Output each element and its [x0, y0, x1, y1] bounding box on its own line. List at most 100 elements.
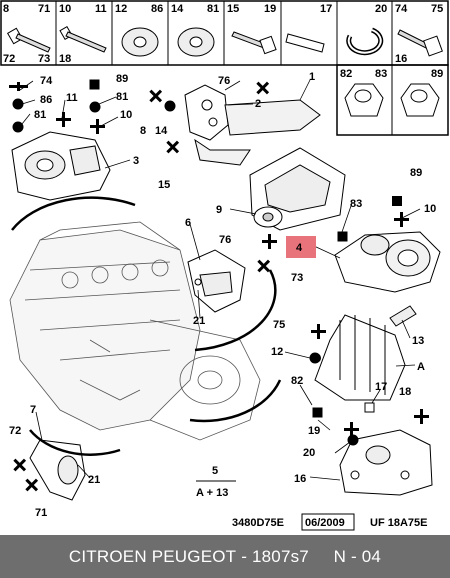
- grid-c3-right: 86: [151, 3, 163, 15]
- callout-73a: 73: [291, 272, 303, 284]
- washer-14-81-icon: [177, 27, 215, 57]
- footer-gap: [309, 547, 334, 567]
- grid-c1-right: 71: [38, 3, 50, 15]
- callout-89b: 89: [410, 167, 422, 179]
- cross-10b-icon: [394, 212, 409, 227]
- upper-mount-9-drawing: [249, 147, 346, 231]
- callout-10a: 10: [120, 109, 132, 121]
- cross-72-icon: [13, 458, 27, 472]
- grid-c6-right: 17: [320, 3, 332, 15]
- callout-13: 13: [412, 335, 424, 347]
- callout-81b: 81: [34, 109, 46, 121]
- footer-position: N - 04: [333, 546, 382, 566]
- grid-c1-left: 8: [3, 3, 9, 15]
- callout-3: 3: [133, 155, 139, 167]
- washer-12-86-icon: [121, 27, 159, 57]
- pin-17-icon: [285, 33, 325, 53]
- leader-lines: [19, 79, 421, 481]
- bracket-2-link-1-drawing: [164, 84, 321, 166]
- grid-c3-left: 12: [115, 3, 127, 15]
- grid-r2-c1-right: 83: [375, 68, 387, 80]
- grid-c2-bottom-left: 18: [59, 53, 71, 65]
- cross-76a-icon: [256, 81, 270, 95]
- callout-21a: 21: [193, 315, 205, 327]
- callout-76b: 76: [219, 234, 231, 246]
- callout-75: 75: [273, 319, 285, 331]
- callout-83: 83: [350, 198, 362, 210]
- callout-81a: 81: [116, 91, 128, 103]
- grid-c2-left: 10: [59, 3, 71, 15]
- callout-6: 6: [185, 217, 191, 229]
- date-box: [301, 513, 355, 531]
- grid-c4-right: 81: [207, 3, 219, 15]
- footer-part-number: 1807s7: [251, 546, 309, 566]
- mount-7-drawing: [29, 439, 86, 501]
- callout-11: 11: [66, 92, 78, 104]
- footer-brand: CITROEN PEUGEOT: [68, 546, 237, 566]
- callout-17: 17: [375, 381, 387, 393]
- drawing-ref-code: 3480D75E: [232, 517, 284, 529]
- cross-19-icon: [344, 422, 359, 437]
- callout-74: 74: [40, 75, 53, 87]
- callout-15: 15: [158, 179, 170, 191]
- square-89b-icon: [392, 196, 402, 206]
- grid-c2-right: 11: [95, 3, 107, 15]
- exploded-parts-diagram: 8 71 10 11 12 86 14 81 15 19 17 20 74 75…: [0, 0, 449, 531]
- spring-washer-20-icon: [346, 27, 384, 56]
- cross-71-icon: [25, 478, 39, 492]
- engine-block-drawing: [9, 221, 261, 441]
- grid-c4-left: 14: [171, 3, 184, 15]
- dot-12-icon: [311, 353, 321, 363]
- cross-10a-icon: [90, 119, 105, 134]
- footer-bar: CITROEN PEUGEOT - 1807s7 N - 04: [0, 535, 450, 578]
- grid-c8-bottom-left: 16: [395, 53, 407, 65]
- callout-1: 1: [309, 71, 315, 83]
- callout-12: 12: [271, 346, 283, 358]
- callout-76a: 76: [218, 75, 230, 87]
- parts-grid: [0, 0, 449, 136]
- nut-82-83-icon: [344, 83, 384, 117]
- callout-19: 19: [308, 425, 320, 437]
- part-4-highlight: [286, 236, 316, 258]
- callout-7: 7: [30, 404, 36, 416]
- callout-2: 2: [255, 98, 261, 110]
- callout-21b: 21: [88, 474, 100, 486]
- callout-82: 82: [291, 375, 303, 387]
- callout-71: 71: [35, 507, 47, 519]
- view-link-arcs: [11, 196, 282, 456]
- bolt-8-71-icon: [6, 27, 51, 53]
- grid-r2-c1-left: 82: [340, 68, 352, 80]
- hydraulic-mount-4-drawing: [334, 231, 441, 327]
- formula-bottom: A + 13: [196, 487, 228, 499]
- uf-ref-code: UF 18A75E: [370, 517, 427, 529]
- callout-20: 20: [303, 447, 315, 459]
- cross-73a-icon: [257, 259, 271, 273]
- bolt-74-75-icon: [397, 29, 443, 57]
- cross-8-icon: [149, 89, 163, 103]
- lower-mount-16-drawing: [339, 402, 433, 496]
- grid-c8-right: 75: [431, 3, 443, 15]
- bolt-10-11-icon: [59, 25, 107, 53]
- grid-c7-right: 20: [375, 3, 387, 15]
- grid-c5-right: 19: [264, 3, 276, 15]
- lower-bracket-a-drawing: [309, 314, 406, 418]
- callout-16: 16: [294, 473, 306, 485]
- callout-4: 4: [296, 242, 303, 254]
- legend-symbols: [9, 81, 429, 492]
- callout-14: 14: [155, 125, 168, 137]
- grid-c8-left: 74: [395, 3, 408, 15]
- date-code: 06/2009: [305, 517, 345, 529]
- bolt-15-19-icon: [231, 31, 277, 55]
- grid-r2-c2-right: 89: [431, 68, 443, 80]
- callout-86: 86: [40, 94, 52, 106]
- grid-c1-bottom-right: 73: [38, 53, 50, 65]
- cross-74-icon: [9, 82, 28, 91]
- callout-89a: 89: [116, 73, 128, 85]
- callout-8: 8: [140, 125, 146, 137]
- callout-18: 18: [399, 386, 411, 398]
- callout-10b: 10: [424, 203, 436, 215]
- left-mount-3-drawing: [11, 79, 111, 201]
- grid-c1-bottom-left: 72: [3, 53, 15, 65]
- callout-72: 72: [9, 425, 21, 437]
- bracket-6-drawing: [187, 249, 246, 313]
